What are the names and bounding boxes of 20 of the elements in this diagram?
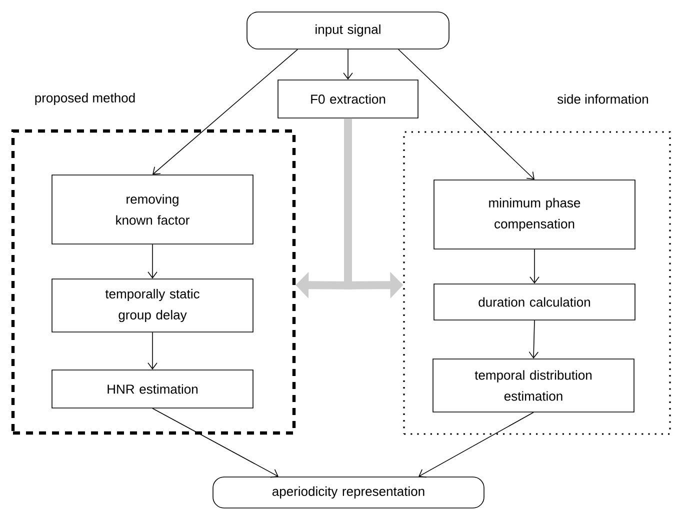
terminal-box: aperiodicity representation <box>212 476 484 508</box>
process-box: F0 extraction <box>278 80 418 118</box>
arrow <box>152 49 298 175</box>
terminal-box: input signal <box>246 12 450 50</box>
arrow <box>148 332 158 370</box>
process-box: temporally static group delay <box>52 278 254 332</box>
arrow <box>398 49 534 180</box>
arrow <box>148 244 158 279</box>
process-box: HNR estimation <box>52 370 254 408</box>
arrow <box>152 408 278 478</box>
arrow <box>343 49 353 80</box>
process-box: minimum phase compensation <box>434 180 636 250</box>
arrow <box>418 412 534 478</box>
node-label: side information <box>557 94 648 104</box>
node-label: proposed method <box>35 92 135 106</box>
process-box: temporal distribution estimation <box>432 358 634 412</box>
arrow <box>530 248 540 284</box>
process-box: duration calculation <box>434 284 636 320</box>
arrow <box>528 320 539 359</box>
process-box: removing known factor <box>52 174 254 244</box>
